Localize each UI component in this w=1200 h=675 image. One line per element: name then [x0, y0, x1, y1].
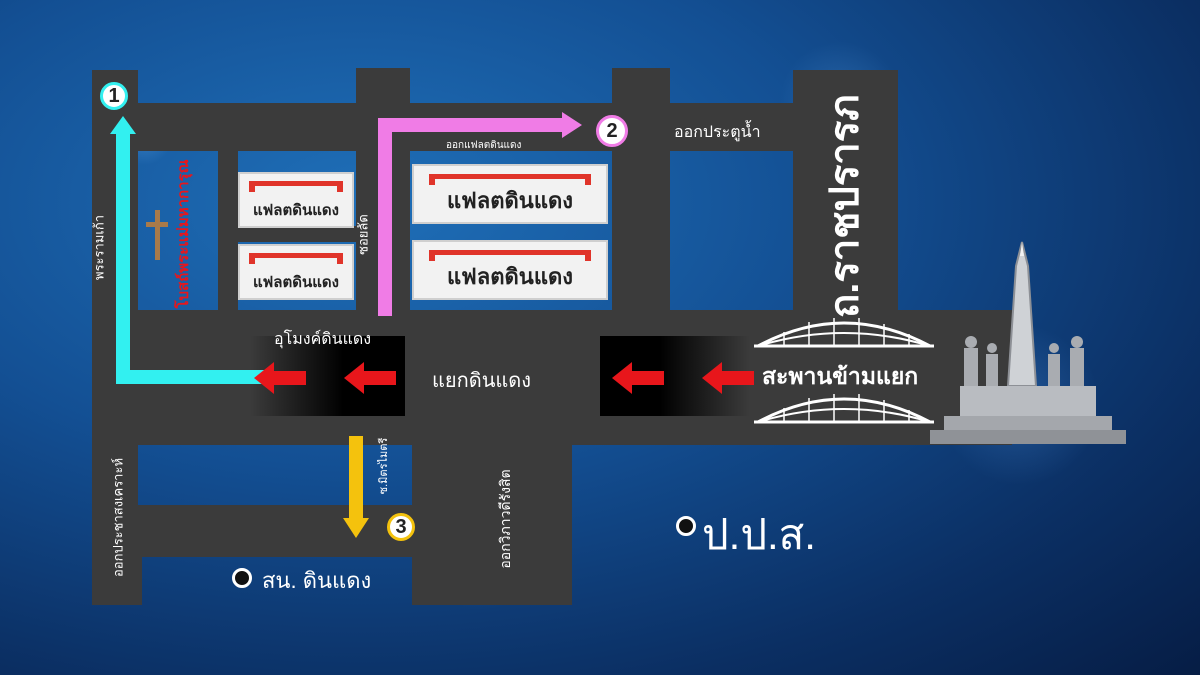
road-label-soi-mitmaitri: ซ.มิตรไมตรี — [378, 437, 390, 495]
ppa-dot — [676, 516, 696, 536]
arrow-up-icon — [110, 116, 136, 134]
bridge-icon — [754, 318, 934, 348]
flat-building: แฟลตดินแดง — [412, 240, 608, 300]
road-label-phra-ram-kao: พระรามเก้า — [91, 215, 107, 280]
monument-icon — [930, 241, 1126, 444]
flat-building: แฟลตดินแดง — [412, 164, 608, 224]
route-2-vertical — [378, 118, 392, 316]
road-pratu-nam-vertical — [612, 68, 670, 328]
route-1-horizontal — [116, 370, 266, 384]
road-label-saphan-kham-yaek: สะพานข้ามแยก — [762, 363, 919, 389]
police-station-dot — [232, 568, 252, 588]
road-ratchaprarop — [793, 70, 898, 315]
flat-building: แฟลตดินแดง — [238, 172, 354, 228]
route-1-vertical — [116, 130, 130, 384]
arrow-right-icon — [562, 112, 582, 138]
road-label-ok-flat-din-daeng: ออกแฟลตดินแดง — [446, 140, 522, 151]
marker-2: 2 — [596, 115, 628, 147]
police-station-label: สน. ดินแดง — [262, 568, 372, 593]
road-flat-divider — [218, 150, 238, 310]
road-label-ok-wiphawadi: ออกวิภาวดีรังสิต — [497, 469, 513, 569]
arrow-left-icon — [344, 362, 396, 394]
road-label-tunnel-din-daeng: อุโมงค์ดินแดง — [274, 331, 372, 348]
road-label-yaek-din-daeng: แยกดินแดง — [432, 370, 532, 392]
road-label-ratchaprarop: ถ.ราชปรารภ — [823, 94, 867, 318]
road-mitmaitri — [412, 440, 470, 605]
church-label: โบสถ์พระแม่มหาการุณ — [175, 159, 192, 309]
flat-building: แฟลตดินแดง — [238, 244, 354, 300]
bridge-icon — [754, 394, 934, 424]
road-bottom-left — [92, 557, 142, 605]
arrow-left-icon — [254, 362, 306, 394]
road-label-ok-pracha-songkhro: ออกประชาสงเคราะห์ — [110, 457, 126, 578]
marker-1: 1 — [100, 82, 128, 110]
arrow-left-icon — [612, 362, 664, 394]
marker-3: 3 — [387, 513, 415, 541]
route-2-horizontal — [378, 118, 566, 132]
road-label-ok-pratu-nam: ออกประตูน้ำ — [674, 124, 761, 141]
arrow-left-icon — [702, 362, 754, 394]
cross-icon — [146, 210, 168, 260]
ppa-label: ป.ป.ส. — [702, 511, 816, 558]
route-3-vertical — [349, 436, 363, 522]
road-wiphawadi — [470, 440, 572, 605]
arrow-down-icon — [343, 518, 369, 538]
road-flat-row-gap — [238, 226, 358, 242]
road-label-soi-lat: ซอยลัด — [355, 214, 371, 255]
